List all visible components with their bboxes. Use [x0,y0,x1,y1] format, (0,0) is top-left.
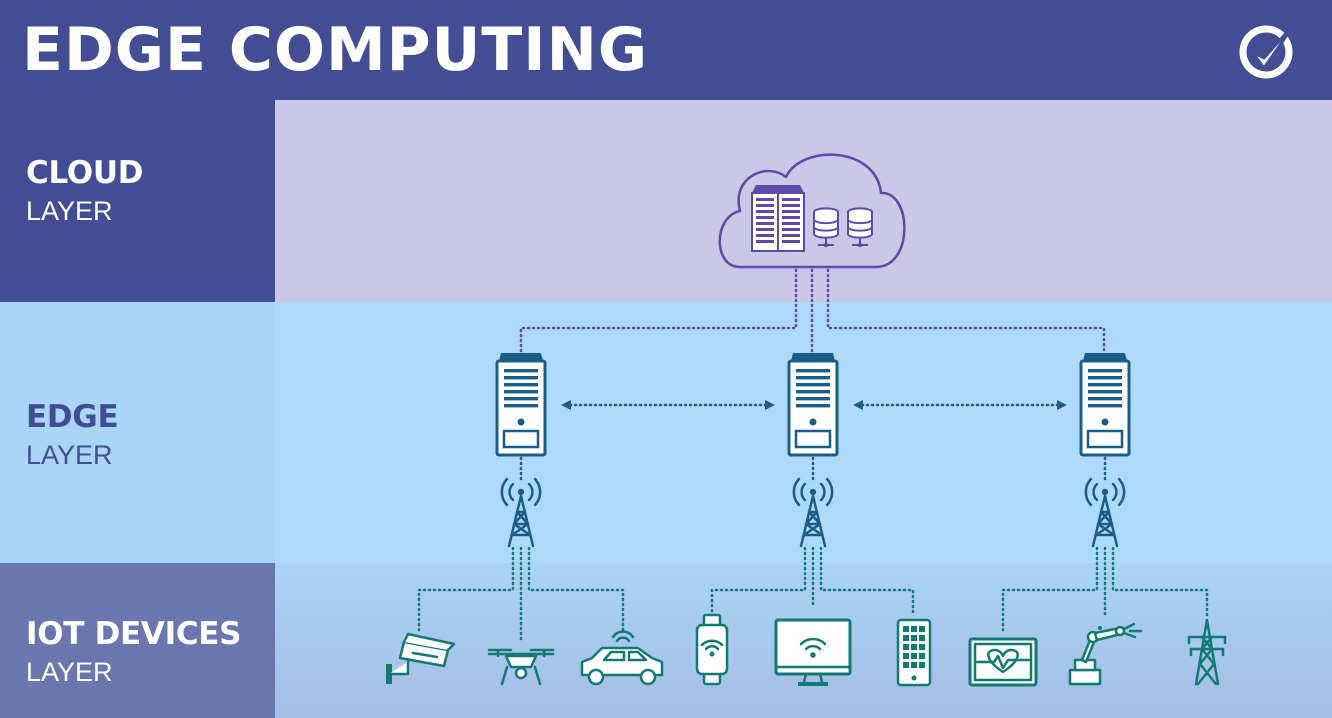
robot-arm-icon [1068,622,1143,686]
edge-layer-label-panel: EDGE LAYER [0,302,275,563]
cloud-layer-band: CLOUD LAYER [0,100,1332,302]
server-tower-icon [787,351,839,457]
check-mark-icon [1239,20,1298,79]
edge-layer-title: EDGE [26,399,119,435]
cloud-layer-label-panel: CLOUD LAYER [0,100,275,302]
server-tower-icon [1079,351,1131,457]
cell-tower-icon [1084,477,1126,548]
iot-layer-band: IOT DEVICES LAYER [0,563,1332,718]
security-camera-icon [386,632,456,684]
header-bar: EDGE COMPUTING [0,0,1332,100]
page-title: EDGE COMPUTING [22,15,649,85]
server-rack-icon [751,185,805,252]
smartwatch-icon [695,613,729,686]
iot-layer-label-panel: IOT DEVICES LAYER [0,563,275,718]
heart-monitor-icon [968,637,1038,687]
iot-layer-title: IOT DEVICES [26,616,242,652]
cloud-layer-title: CLOUD [26,155,144,191]
server-tower-icon [495,351,547,457]
drone-icon [487,648,555,686]
smartphone-icon [896,618,932,687]
iot-layer-subtitle: LAYER [26,657,113,687]
database-icon [813,207,839,249]
monitor-icon [774,618,852,686]
power-pylon-icon [1187,618,1227,686]
cell-tower-icon [500,477,542,548]
cell-tower-icon [792,477,834,548]
edge-layer-subtitle: LAYER [26,440,113,470]
cloud-layer-subtitle: LAYER [26,196,113,226]
arrowheads [561,400,1067,410]
database-icon [847,207,873,249]
cloud-icon [718,153,906,269]
connection-lines [417,268,1209,642]
car-icon [580,630,664,686]
